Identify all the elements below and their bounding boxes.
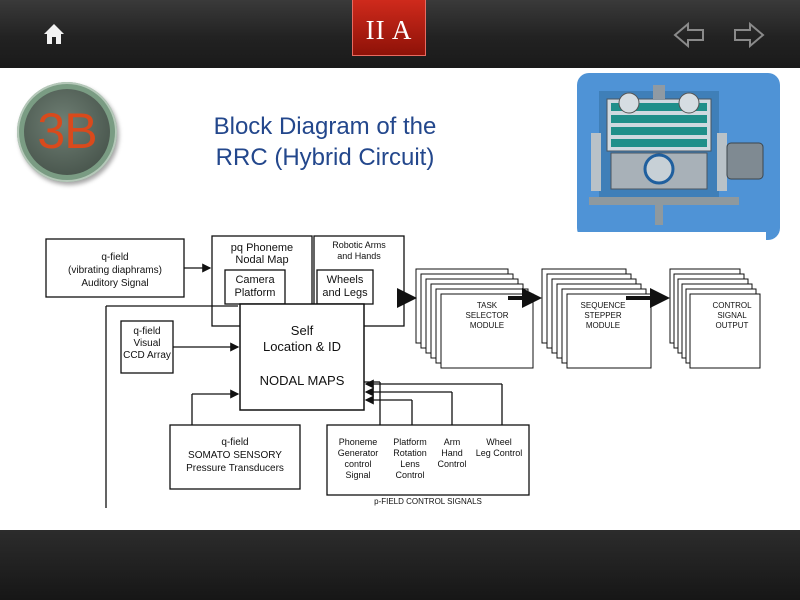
robot-illustration — [577, 73, 780, 240]
phoneme-line1: pq Phoneme — [231, 242, 293, 254]
somato-line2: SOMATO SENSORY — [188, 450, 282, 461]
rrc-block-diagram: q-field (vibrating diaphrams) Auditory S… — [42, 232, 766, 509]
wheels-line1: Wheels — [327, 274, 364, 286]
phoneme-line2: Nodal Map — [235, 254, 288, 266]
slide-title-line2: RRC (Hybrid Circuit) — [215, 144, 435, 171]
somato-line3: Pressure Transducers — [186, 463, 284, 474]
sequence-stepper-stack: SEQUENCE STEPPER MODULE — [541, 268, 652, 369]
wheel-leg-line1: Wheel — [486, 437, 512, 447]
sequence-line3: MODULE — [586, 321, 620, 330]
control-line3: OUTPUT — [716, 321, 749, 330]
visual-line2: Visual — [133, 338, 160, 349]
arrow-left-icon[interactable] — [672, 20, 706, 50]
auditory-line1: q-field — [101, 252, 128, 263]
nodal-maps-label: NODAL MAPS — [260, 373, 345, 388]
visual-line1: q-field — [133, 326, 160, 337]
phoneme-gen-line1: Phoneme — [339, 437, 378, 447]
camera-line1: Camera — [235, 274, 275, 286]
self-line1: Self — [291, 323, 314, 338]
camera-line2: Platform — [235, 287, 276, 299]
badge-label: 3B — [37, 103, 97, 159]
auditory-line3: Auditory Signal — [81, 278, 148, 289]
task-line3: MODULE — [470, 321, 504, 330]
self-location-box: Self Location & ID NODAL MAPS — [239, 303, 365, 411]
control-line1: CONTROL — [712, 301, 752, 310]
arm-hand-line3: Control — [437, 459, 466, 469]
home-icon[interactable] — [40, 20, 68, 48]
bottom-bar — [0, 530, 800, 600]
diagram-connectors — [105, 263, 503, 508]
somato-sensory-box: q-field SOMATO SENSORY Pressure Transduc… — [169, 424, 301, 490]
robotic-line2: and Hands — [337, 251, 381, 261]
slide-title: Block Diagram of the RRC (Hybrid Circuit… — [150, 111, 500, 173]
platform-rot-line4: Control — [395, 470, 424, 480]
control-line2: SIGNAL — [717, 311, 747, 320]
wheels-legs-box: Wheels and Legs — [316, 269, 374, 305]
sequence-line1: SEQUENCE — [581, 301, 626, 310]
task-line2: SELECTOR — [466, 311, 509, 320]
visual-ccd-box: q-field Visual CCD Array — [120, 320, 174, 374]
auditory-signal-box: q-field (vibrating diaphrams) Auditory S… — [45, 238, 185, 298]
sequence-line2: STEPPER — [584, 311, 622, 320]
section-badge: 3B — [17, 82, 117, 182]
task-selector-stack: TASK SELECTOR MODULE — [415, 268, 534, 369]
control-signals-label: p-FIELD CONTROL SIGNALS — [374, 497, 482, 506]
section-label: II A — [365, 15, 413, 45]
arm-hand-line2: Hand — [441, 448, 463, 458]
self-line2: Location & ID — [263, 339, 341, 354]
platform-rot-line1: Platform — [393, 437, 427, 447]
wheels-line2: and Legs — [322, 287, 368, 299]
platform-rot-line2: Rotation — [393, 448, 427, 458]
camera-platform-box: Camera Platform — [224, 269, 286, 305]
somato-line1: q-field — [221, 437, 248, 448]
phoneme-gen-line3: control — [344, 459, 371, 469]
wheel-leg-line2: Leg Control — [476, 448, 523, 458]
control-signals-box: Phoneme Generator control Signal Platfor… — [326, 424, 530, 506]
slide-title-line1: Block Diagram of the — [213, 113, 437, 140]
auditory-line2: (vibrating diaphrams) — [68, 265, 162, 276]
arm-hand-line1: Arm — [444, 437, 461, 447]
phoneme-gen-line4: Signal — [345, 470, 370, 480]
robotic-line1: Robotic Arms — [332, 240, 386, 250]
phoneme-gen-line2: Generator — [338, 448, 379, 458]
control-signal-output-stack: CONTROL SIGNAL OUTPUT — [669, 268, 761, 369]
platform-rot-line3: Lens — [400, 459, 420, 469]
visual-line3: CCD Array — [123, 350, 171, 361]
section-tab[interactable]: II A — [352, 0, 426, 56]
arrow-right-icon[interactable] — [732, 20, 766, 50]
task-line1: TASK — [477, 301, 498, 310]
